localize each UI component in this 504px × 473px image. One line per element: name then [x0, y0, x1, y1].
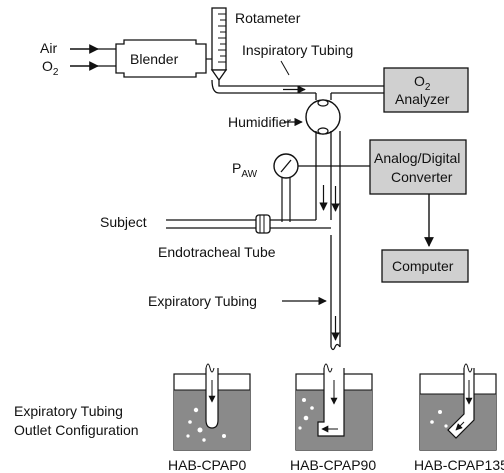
adc-label-line1: Analog/Digital: [374, 150, 460, 166]
humidifier-inlet-tube: [315, 93, 332, 100]
o2-analyzer-label-line1: O2: [414, 73, 431, 93]
o2-analyzer-label-line2: Analyzer: [395, 91, 450, 107]
computer-label: Computer: [392, 258, 454, 274]
config-label-1: HAB-CPAP90: [290, 457, 376, 473]
inspiratory-tubing-label: Inspiratory Tubing: [242, 42, 353, 58]
endotracheal-tube: [166, 214, 331, 234]
computer-box: Computer: [381, 249, 469, 283]
blender-label: Blender: [130, 51, 179, 67]
inspiratory-tubing-label-pointer: [280, 60, 290, 76]
outlet-config-cpap0: [173, 363, 251, 451]
o2-analyzer-box: O2 Analyzer: [383, 67, 469, 113]
adc-box: Analog/Digital Converter: [369, 139, 467, 195]
rotameter: [210, 7, 228, 82]
inspiratory-tubing: [211, 79, 384, 94]
air-label: Air: [40, 40, 57, 56]
blender-box: Blender: [115, 39, 207, 78]
rotameter-label: Rotameter: [235, 10, 301, 26]
endotracheal-tube-label: Endotracheal Tube: [158, 244, 276, 260]
outlet-config-label-line1: Expiratory Tubing: [14, 403, 123, 419]
pressure-gauge: [273, 153, 299, 222]
paw-label: PAW: [232, 160, 258, 180]
subject-label: Subject: [100, 214, 147, 230]
config-label-0: HAB-CPAP0: [168, 457, 247, 473]
adc-label-line2: Converter: [391, 169, 453, 185]
o2-label: O2: [42, 58, 59, 78]
outlet-config-cpap90: [295, 363, 373, 451]
humidifier: [305, 99, 341, 135]
humidifier-label: Humidifier: [228, 114, 291, 130]
outlet-config-label-line2: Outlet Configuration: [14, 422, 139, 438]
main-vertical-tube: [315, 131, 341, 351]
outlet-config-cpap135: [419, 363, 497, 451]
config-label-2: HAB-CPAP135: [414, 457, 504, 473]
expiratory-tubing-label: Expiratory Tubing: [148, 293, 257, 309]
